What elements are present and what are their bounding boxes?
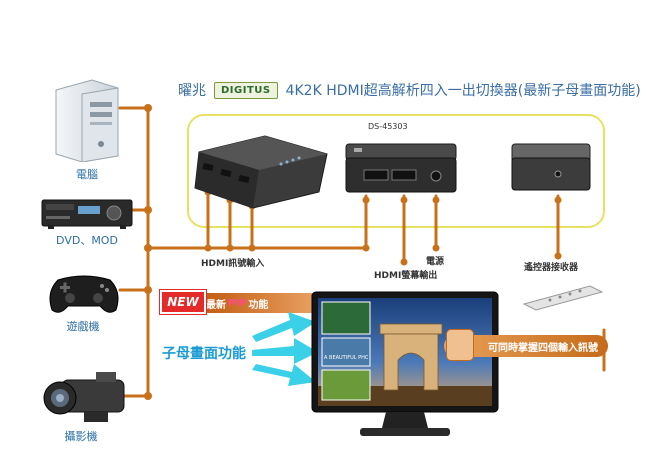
hdmi-input-label: HDMI訊號輸入 [201,259,265,269]
junction-dot [362,196,370,204]
pip-ribbon-mid: PIP [228,297,247,309]
junction-dot [362,244,370,252]
junction-dot [432,196,440,204]
junction-dot [554,252,562,260]
junction-dot [432,244,440,252]
brand-name: 曜兆 [178,83,206,99]
junction-dot [204,244,212,252]
monitor [311,291,499,436]
junction-dot [400,258,408,266]
source-label-pc: 電腦 [76,168,98,181]
ribbon-tab [446,329,474,361]
title-text: 4K2K HDMI超高解析四入一出切換器(最新子母畫面功能) [285,83,641,99]
hdmi-output-label: HDMI螢幕輸出 [374,271,438,281]
input-switcher-unit [194,135,328,209]
arrow-icon [252,364,316,386]
output-unit [345,143,457,193]
monitor-ribbon-text: 可同時掌握四個輸入訊號 [488,342,598,354]
arrow-icon [252,338,318,364]
power-label: 電源 [426,257,445,267]
source-label-console: 遊戲機 [66,320,100,333]
digitus-logo: DIGITUS [214,81,278,99]
junction-dot [144,244,152,252]
dvd-player-icon [41,199,133,229]
desktop-pc-icon [55,79,119,162]
remote-control-icon [522,285,604,311]
pip-ribbon-prefix: 最新 [206,299,226,311]
pip-arrows [252,312,318,386]
junction-dot [144,392,152,400]
pip-ribbon-suffix: 功能 [248,299,269,311]
pip-sub-screen [321,369,371,401]
new-badge: NEW [160,290,206,314]
junction-dot [400,196,408,204]
source-label-camcorder: 攝影機 [64,430,98,443]
page-title: 曜兆 DIGITUS 4K2K HDMI超高解析四入一出切換器(最新子母畫面功能… [178,80,641,100]
junction-dot [226,244,234,252]
product-outline [187,114,605,228]
ir-receiver-unit [511,143,591,191]
pip-ribbon: 最新 PIP 功能 [200,293,314,313]
camcorder-icon [43,372,125,422]
game-controller-icon [49,275,119,313]
model-number: DS-45303 [368,122,408,131]
junction-dot [144,286,152,294]
sub-screen-caption: A BEAUTIFUL PHOTO [324,355,368,361]
junction-dot [554,196,562,204]
monitor-ribbon: 可同時掌握四個輸入訊號 [444,335,608,357]
junction-dot [248,244,256,252]
pip-sub-screen [321,301,371,335]
pip-feature-label: 子母畫面功能 [162,346,246,362]
ir-receiver-label: 遙控器接收器 [524,263,579,273]
arch-icon [379,323,443,391]
junction-dot [144,206,152,214]
pip-sub-screen [321,337,371,367]
arrow-icon [252,312,316,342]
source-label-dvd: DVD、MOD [56,234,118,247]
junction-dot [144,104,152,112]
